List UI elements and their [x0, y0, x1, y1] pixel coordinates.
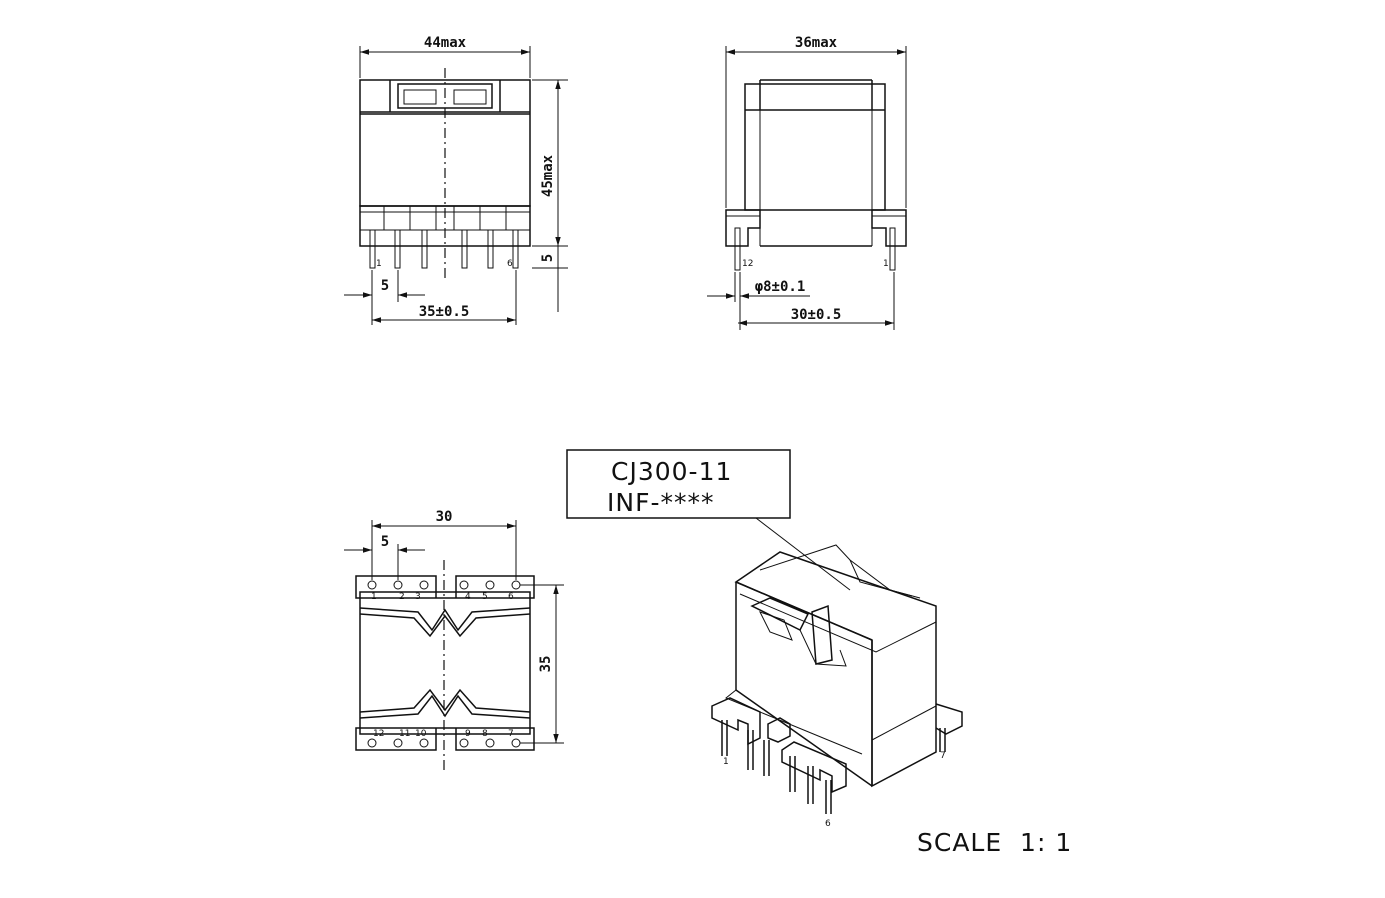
side-pin-1-label: 1: [883, 259, 889, 269]
pin-label-2: 2: [399, 592, 405, 602]
pin-label-8: 8: [482, 729, 488, 739]
isometric-view: 1 6 7: [711, 544, 963, 829]
pin-label-6: 6: [508, 592, 514, 602]
pin-label-1: 1: [371, 592, 377, 602]
iso-pin-7-label: 7: [940, 751, 946, 761]
iso-pins: [721, 720, 946, 814]
scale-note: SCALE 1: 1: [917, 828, 1072, 857]
dim-bottom-span: 30: [436, 509, 453, 525]
front-view: 1 6 44max 45max 5 5 35±0.5: [344, 35, 568, 325]
dim-pin-length: 5: [540, 254, 556, 262]
front-pin-1-label: 1: [376, 259, 382, 269]
label-line-1: CJ300-11: [611, 457, 732, 486]
dim-front-width: 44max: [424, 35, 467, 51]
iso-pin-1-label: 1: [723, 757, 729, 767]
dim-side-width: 36max: [795, 35, 838, 51]
pin-label-5: 5: [482, 592, 488, 602]
pin-label-3: 3: [415, 592, 421, 602]
dim-pin-span: 35±0.5: [419, 304, 470, 320]
front-pins: [369, 229, 519, 269]
dim-pin-pitch: 5: [381, 278, 389, 294]
pin-label-9: 9: [465, 729, 471, 739]
pin-label-12: 12: [373, 729, 384, 739]
dim-front-height: 45max: [540, 154, 556, 197]
pin-label-4: 4: [465, 592, 471, 602]
dim-pin-diameter: φ8±0.1: [755, 279, 806, 295]
dim-bottom-pitch: 5: [381, 534, 389, 550]
pin-label-11: 11: [399, 729, 410, 739]
side-pin-12-label: 12: [742, 259, 753, 269]
pin-label-7: 7: [508, 729, 514, 739]
bottom-view: 1 2 3 4 5 6 12 11 10 9 8 7 30 5 35: [344, 509, 564, 772]
bottom-pins-top: [367, 580, 521, 590]
front-pin-6-label: 6: [507, 259, 513, 269]
dim-row-spacing: 30±0.5: [791, 307, 842, 323]
pin-label-10: 10: [415, 729, 427, 739]
dim-bottom-height: 35: [538, 656, 554, 673]
marking-label-box: CJ300-11 INF-****: [566, 449, 851, 591]
iso-pin-6-label: 6: [825, 819, 831, 829]
side-view: 12 1 36max φ8±0.1 30±0.5: [707, 35, 907, 330]
label-line-2: INF-****: [607, 488, 714, 517]
